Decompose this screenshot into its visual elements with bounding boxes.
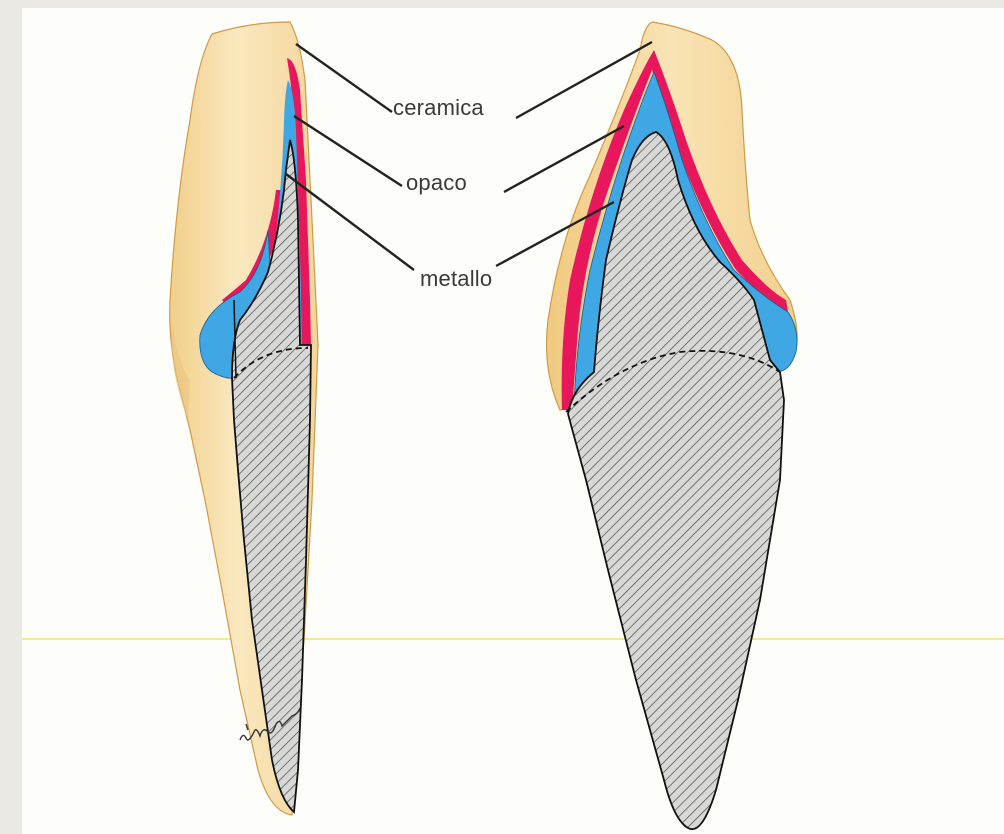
label-ceramica: ceramica [393,95,484,121]
leader-ceramica-left [296,44,392,112]
label-metallo: metallo [420,266,492,292]
left-tooth-side-view [170,22,318,815]
right-tooth-front-view [547,22,798,829]
label-opaco: opaco [406,170,467,196]
